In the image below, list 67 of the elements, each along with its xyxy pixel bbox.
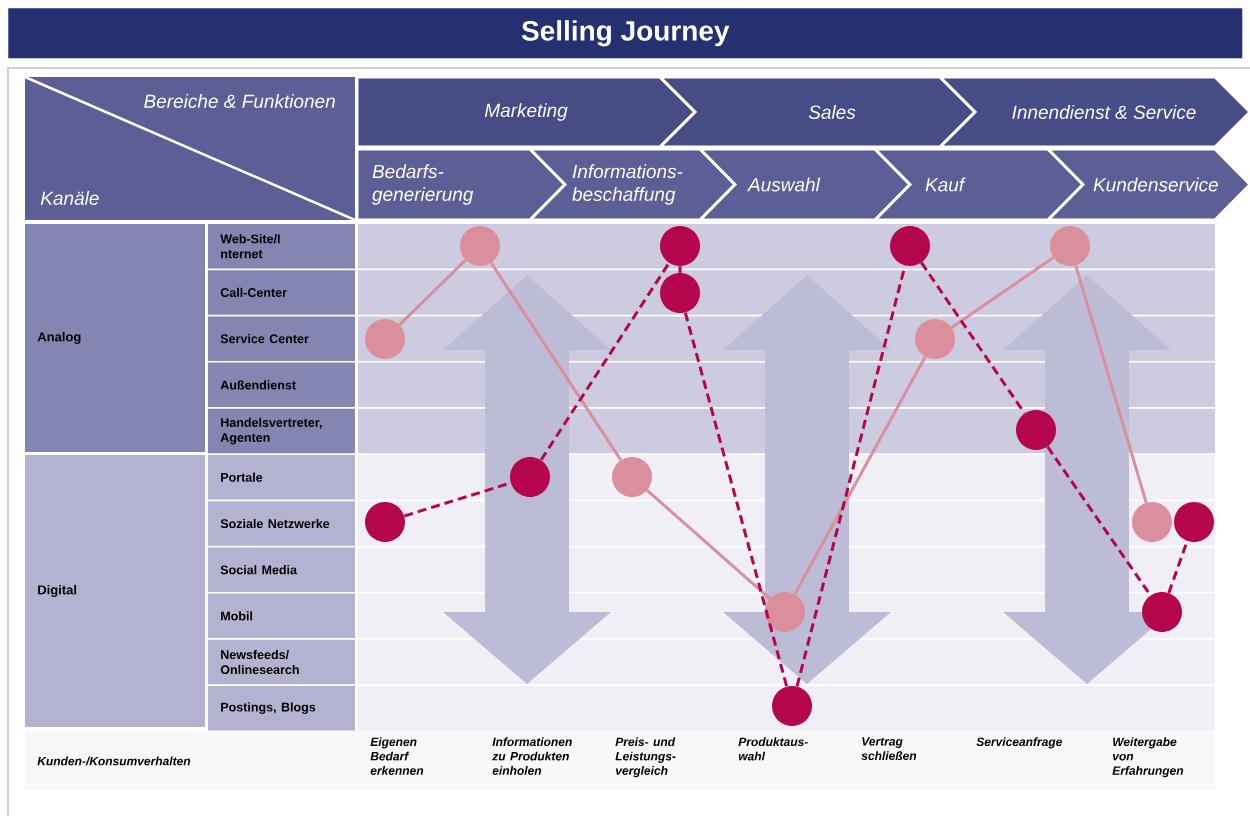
channel-cell: Social Media	[208, 547, 355, 592]
data-point	[460, 226, 500, 266]
step-box: Bedarfs- generierung	[355, 147, 568, 222]
data-point	[510, 457, 550, 497]
connector-line	[793, 356, 927, 595]
step-box: Kauf	[871, 147, 1086, 222]
node-label: Portale	[221, 472, 263, 482]
data-point	[890, 226, 930, 266]
step-label: Weitergabe von Erfahrungen	[1112, 737, 1184, 778]
node-label: Soziale Netzwerke	[220, 518, 330, 529]
node-label: Social Media	[220, 565, 298, 575]
channel-cell: Postings, Blogs	[208, 686, 355, 731]
data-point	[660, 273, 700, 313]
channel-band: Digital	[25, 455, 205, 727]
data-point	[765, 592, 805, 632]
channel-cell: Call-Center	[208, 270, 355, 315]
channel-cell: Service Center	[208, 316, 355, 361]
step-label: Preis- und Leistungs- vergleich	[615, 737, 676, 778]
channel-cell: Soziale Netzwerke	[208, 501, 355, 546]
node-label: Handelsvertreter, Agenten	[220, 417, 322, 445]
channel-cell: Portale	[208, 455, 355, 500]
data-point	[1142, 592, 1182, 632]
data-point	[1132, 502, 1172, 542]
step-box: Kundenservice	[1044, 147, 1250, 222]
step-label: Informationen zu Produkten einholen	[492, 737, 572, 775]
data-point	[1050, 226, 1090, 266]
connector-line	[920, 261, 1026, 415]
channel-cell: Newsfeeds/ Onlinesearch	[208, 639, 355, 685]
step-label: Eigenen Bedarf erkennen	[370, 737, 424, 775]
node-label: Postings, Blogs	[221, 702, 316, 715]
connector-line	[683, 312, 789, 687]
connector-line	[795, 265, 907, 687]
phase-box: Innendienst & Service	[936, 75, 1250, 149]
node-label: Web-Site/I nternet	[220, 234, 280, 259]
channel-cell: Mobil	[208, 593, 355, 639]
data-point	[1016, 410, 1056, 450]
node-label: Außendienst	[220, 380, 296, 390]
step-label: Serviceanfrage	[976, 737, 1062, 749]
data-point	[365, 319, 405, 359]
title-banner: Selling Journey	[8, 8, 1243, 59]
channel-cell: Außendienst	[208, 362, 355, 408]
connector-line	[398, 259, 467, 326]
node-label: Call-Center	[220, 287, 287, 297]
connector-line	[1074, 265, 1148, 503]
data-point	[772, 686, 812, 726]
channel-cell: Web-Site/I nternet	[208, 224, 355, 269]
connector-line	[678, 266, 682, 273]
data-point	[612, 457, 652, 497]
data-point	[1174, 502, 1214, 542]
node-label: Mobil	[221, 611, 253, 621]
connector-line	[950, 256, 1055, 329]
phase-box: Marketing	[355, 75, 698, 149]
step-label: Vertrag schließen	[861, 737, 917, 761]
step-box: Informations- beschaffung	[526, 147, 738, 222]
connector-line	[646, 489, 771, 600]
row-heading: Kunden-/Konsumverhalten	[37, 756, 191, 766]
data-point	[660, 226, 700, 266]
data-point	[915, 319, 955, 359]
node-label: Service Center	[220, 334, 309, 344]
connector-line	[539, 262, 671, 461]
channel-cell: Handelsvertreter, Agenten	[208, 408, 355, 454]
channel-band: Analog	[25, 224, 205, 452]
step-label: Produktaus- wahl	[738, 737, 808, 761]
step-box: Auswahl	[696, 147, 913, 222]
connector-line	[489, 262, 623, 461]
node-label: Newsfeeds/ Onlinesearch	[220, 649, 299, 675]
data-point	[365, 502, 405, 542]
